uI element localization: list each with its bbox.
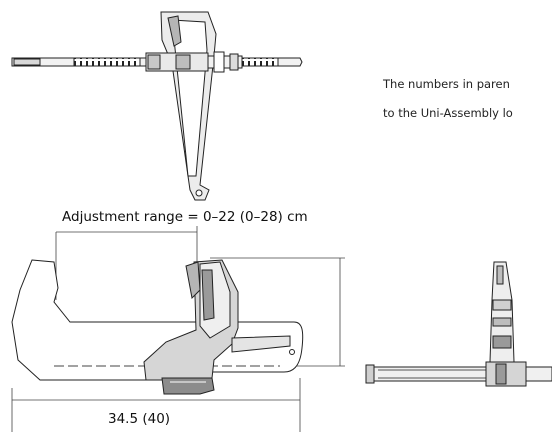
end-view — [365, 261, 552, 387]
adjustment-range-label: Adjustment range = 0–22 (0–28) cm — [62, 209, 308, 225]
adjustment-dimension — [55, 226, 198, 300]
top-view — [11, 11, 303, 201]
top-view-handle — [160, 11, 217, 201]
side-view-slider — [143, 259, 291, 395]
height-dimension — [210, 257, 345, 367]
end-view-bar — [365, 361, 552, 387]
length-dimension — [11, 378, 301, 432]
end-view-handle — [489, 261, 515, 363]
length-label: 34.5 (40) — [108, 411, 171, 427]
note-line-1: The numbers in paren — [383, 77, 510, 91]
top-view-jaw — [145, 51, 243, 73]
note-line-2: to the Uni-Assembly lo — [383, 106, 513, 120]
side-view — [11, 226, 345, 432]
